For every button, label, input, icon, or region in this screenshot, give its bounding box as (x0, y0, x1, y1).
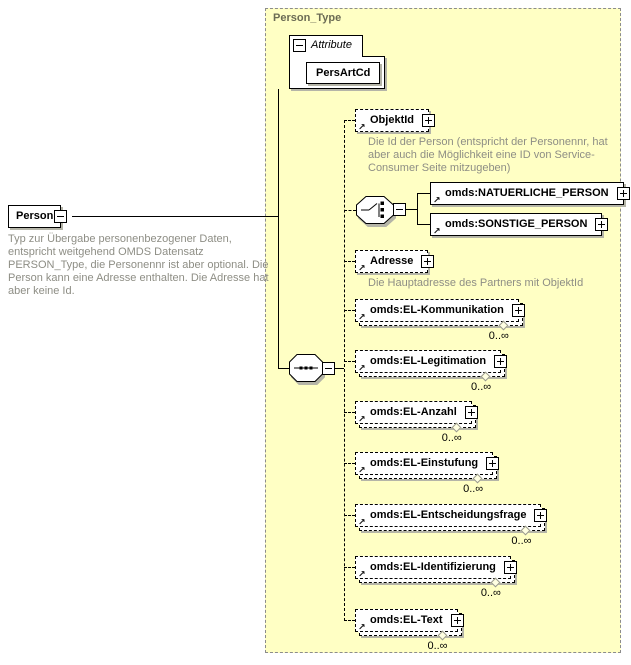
expand-button[interactable] (421, 254, 435, 268)
sequence-icon[interactable] (289, 354, 323, 382)
reference-arrow-icon: ↗ (358, 517, 366, 527)
connector-stub-choice (344, 210, 356, 211)
element-label: omds:NATUERLICHE_PERSON (445, 187, 609, 199)
reference-arrow-icon: ↗ (358, 414, 366, 424)
element-box-sonstige-person[interactable]: ↗ omds:SONSTIGE_PERSON (430, 213, 609, 236)
connector-stub-einstufung (344, 463, 355, 464)
reference-arrow-icon: ↗ (358, 363, 366, 373)
occurs-label: 0..∞ (480, 587, 501, 599)
choice-icon[interactable] (356, 196, 394, 224)
element-box-natuerliche-person[interactable]: ↗ omds:NATUERLICHE_PERSON (430, 182, 630, 205)
element-label: omds:EL-Anzahl (370, 406, 457, 418)
person-element-box[interactable]: Person (8, 205, 68, 228)
element-group-anzahl: ↗ omds:EL-Anzahl 0..∞ (355, 401, 478, 444)
element-label: omds:EL-Text (370, 614, 443, 626)
connector-attr-to-sequence (278, 89, 279, 369)
attribute-section-label: Attribute (311, 39, 352, 51)
expand-button[interactable] (494, 354, 508, 368)
element-group-identifizierung: ↗ omds:EL-Identifizierung 0..∞ (355, 556, 517, 599)
connector-to-natuerliche (418, 193, 430, 194)
element-box-el-identifizierung[interactable]: ↗ omds:EL-Identifizierung (355, 556, 517, 579)
occurs-label: 0..∞ (471, 381, 492, 393)
element-box-el-legitimation[interactable]: ↗ omds:EL-Legitimation (355, 350, 508, 373)
reference-arrow-icon: ↗ (433, 226, 441, 236)
connector-stub-legitimation (344, 361, 355, 362)
sequence-collapse-button[interactable] (322, 362, 335, 375)
connector-stub-adresse (344, 261, 355, 262)
reference-arrow-icon: ↗ (358, 122, 366, 132)
connector-stub-anzahl (344, 412, 355, 413)
connector-stub-entscheidungsfrage (344, 515, 355, 516)
expand-button[interactable] (534, 508, 548, 522)
element-group-legitimation: ↗ omds:EL-Legitimation 0..∞ (355, 350, 508, 393)
connector-stub-text (344, 620, 355, 621)
connector-choice-out (406, 209, 417, 210)
connector-child-rail (344, 120, 345, 621)
connector-sequence-out (335, 368, 344, 369)
occurs-label: 0..∞ (427, 640, 448, 652)
reference-arrow-icon: ↗ (358, 569, 366, 579)
expand-button[interactable] (450, 613, 464, 627)
attribute-collapse-button[interactable] (293, 39, 306, 52)
element-label: omds:EL-Einstufung (370, 457, 479, 469)
element-label: Adresse (370, 255, 414, 267)
connector-stub-identifizierung (344, 567, 355, 568)
element-box-objektid[interactable]: ↗ ObjektId (355, 109, 436, 132)
reference-arrow-icon: ↗ (358, 312, 366, 322)
element-label: omds:EL-Entscheidungsfrage (370, 509, 527, 521)
expand-button[interactable] (616, 186, 630, 200)
element-label: omds:EL-Legitimation (370, 355, 487, 367)
person-type-title: Person_Type (273, 12, 342, 24)
attribute-box-persartcd[interactable]: PersArtCd (306, 62, 381, 84)
connector-to-sonstige (418, 224, 430, 225)
element-box-el-einstufung[interactable]: ↗ omds:EL-Einstufung (355, 452, 500, 475)
element-box-el-kommunikation[interactable]: ↗ omds:EL-Kommunikation (355, 299, 525, 322)
element-group-entscheidungsfrage: ↗ omds:EL-Entscheidungsfrage 0..∞ (355, 504, 548, 547)
reference-arrow-icon: ↗ (433, 195, 441, 205)
occurs-label: 0..∞ (441, 432, 462, 444)
annotation-objektid: Die Id der Person (entspricht der Person… (368, 136, 608, 174)
expand-button[interactable] (595, 217, 609, 231)
element-box-adresse[interactable]: ↗ Adresse (355, 250, 435, 273)
reference-arrow-icon: ↗ (358, 465, 366, 475)
expand-button[interactable] (464, 405, 478, 419)
connector-choice-branch (417, 193, 418, 225)
occurs-label: 0..∞ (511, 535, 532, 547)
expand-button[interactable] (486, 456, 500, 470)
element-group-text: ↗ omds:EL-Text 0..∞ (355, 609, 464, 652)
attribute-section-tab (289, 35, 363, 57)
element-box-el-anzahl[interactable]: ↗ omds:EL-Anzahl (355, 401, 478, 424)
element-box-el-entscheidungsfrage[interactable]: ↗ omds:EL-Entscheidungsfrage (355, 504, 548, 527)
occurs-label: 0..∞ (463, 483, 484, 495)
connector-stub-objektid (344, 120, 355, 121)
expand-button[interactable] (422, 113, 436, 127)
person-label: Person (16, 210, 54, 222)
expand-button[interactable] (503, 560, 517, 574)
person-collapse-button[interactable] (54, 209, 68, 223)
element-group-kommunikation: ↗ omds:EL-Kommunikation 0..∞ (355, 299, 525, 342)
element-label: ObjektId (370, 114, 415, 126)
reference-arrow-icon: ↗ (358, 622, 366, 632)
element-group-einstufung: ↗ omds:EL-Einstufung 0..∞ (355, 452, 500, 495)
annotation-adresse: Die Hauptadresse des Partners mit Objekt… (368, 277, 584, 289)
connector-stub-kommunikation (344, 310, 355, 311)
expand-button[interactable] (511, 303, 525, 317)
reference-arrow-icon: ↗ (358, 263, 366, 273)
occurs-label: 0..∞ (488, 330, 509, 342)
person-type-container (265, 8, 621, 653)
element-label: omds:SONSTIGE_PERSON (445, 218, 588, 230)
choice-collapse-button[interactable] (393, 203, 406, 216)
element-box-el-text[interactable]: ↗ omds:EL-Text (355, 609, 464, 632)
element-label: omds:EL-Identifizierung (370, 561, 496, 573)
connector-into-sequence (278, 368, 289, 369)
element-label: omds:EL-Kommunikation (370, 304, 504, 316)
connector-person-to-type (72, 216, 278, 217)
person-annotation: Typ zur Übergabe personenbezogener Daten… (8, 233, 269, 297)
